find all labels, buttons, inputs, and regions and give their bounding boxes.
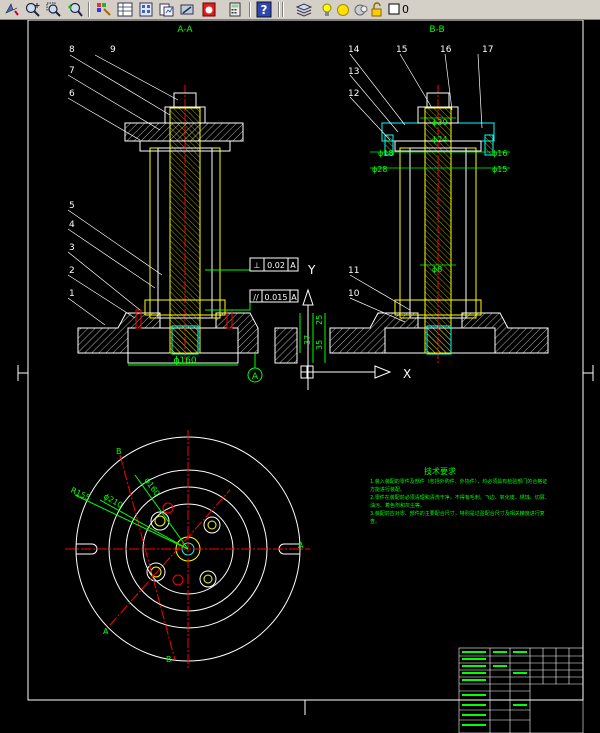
axis-y-label: Y — [307, 263, 316, 277]
gdt-perpendicularity: ⊥ 0.02 A — [205, 257, 299, 272]
svg-text:37: 37 — [303, 335, 312, 345]
help-icon[interactable]: ? — [255, 1, 273, 18]
zoom-window-icon[interactable] — [45, 1, 63, 18]
callout-15: 15 — [396, 45, 407, 55]
dim-b-top: B — [116, 447, 122, 456]
title-block — [458, 647, 584, 733]
callouts-left — [67, 54, 179, 326]
callout-17: 17 — [482, 45, 493, 55]
axis-x-label: X — [403, 367, 411, 381]
dim-r155: R155 — [69, 486, 92, 503]
dim-a-left: A — [103, 627, 109, 636]
pan-icon[interactable] — [2, 1, 20, 18]
section-bb-label: B-B — [429, 25, 444, 35]
dim-a-right: A — [298, 541, 304, 550]
tech-req-text: 1.装入装配的零件及部件（包括外购件、外协件），均必须具有检验部门的合格证方能进… — [370, 479, 550, 525]
title-block-fill — [462, 651, 527, 726]
zoom-realtime-icon[interactable] — [24, 1, 42, 18]
svg-text:ϕ28: ϕ28 — [372, 165, 387, 174]
current-layer-name[interactable]: 0 — [402, 3, 409, 16]
svg-text:ϕ16: ϕ16 — [492, 149, 507, 158]
dim-dia160-plan: ϕ160 — [142, 476, 161, 498]
svg-text:ϕ18: ϕ18 — [378, 149, 393, 158]
calculator-icon[interactable] — [226, 1, 244, 18]
layer-freeze-icon[interactable] — [334, 1, 352, 18]
layer-lock-icon[interactable] — [352, 1, 370, 18]
zoom-previous-icon[interactable] — [66, 1, 84, 18]
callout-6: 6 — [69, 89, 75, 99]
svg-text:A: A — [290, 261, 296, 270]
tech-req-title: 技术要求 — [424, 466, 456, 476]
layer-on-icon[interactable] — [318, 1, 336, 18]
svg-text:ϕ8: ϕ8 — [432, 265, 442, 274]
callout-8: 8 — [69, 45, 75, 55]
markup-icon[interactable] — [179, 1, 197, 18]
drawing-canvas[interactable]: A-A B-B — [0, 20, 600, 733]
sheet-set-icon[interactable] — [158, 1, 176, 18]
svg-text:?: ? — [261, 3, 268, 17]
design-center-icon[interactable] — [116, 1, 134, 18]
callout-11: 11 — [348, 266, 359, 276]
svg-text:A: A — [291, 293, 297, 302]
callout-3: 3 — [69, 243, 75, 253]
layer-lock-open-icon[interactable] — [368, 1, 386, 18]
svg-text:0.02: 0.02 — [267, 261, 285, 270]
dim-dia160: ϕ160 — [173, 356, 196, 366]
plan-view — [65, 430, 310, 670]
svg-text:ϕ15: ϕ15 — [492, 165, 507, 174]
calculator-icon-alt[interactable] — [200, 1, 218, 18]
drawing-svg[interactable]: A-A B-B — [0, 20, 600, 733]
properties-icon[interactable] — [95, 1, 113, 18]
svg-text:35: 35 — [315, 340, 324, 350]
svg-text:25: 25 — [315, 315, 324, 325]
svg-text://: // — [253, 293, 259, 302]
svg-text:ϕ24: ϕ24 — [432, 135, 447, 144]
callout-9: 9 — [110, 45, 116, 55]
callout-13: 13 — [348, 67, 359, 77]
callout-10: 10 — [348, 289, 360, 299]
callout-7: 7 — [69, 66, 75, 76]
callout-4: 4 — [69, 220, 75, 230]
layer-color-icon[interactable] — [386, 1, 404, 18]
section-aa-view — [77, 85, 259, 365]
datum-a-label: A — [252, 372, 259, 382]
callout-5: 5 — [69, 201, 75, 211]
section-bb-view — [329, 85, 549, 365]
callout-2: 2 — [69, 266, 75, 276]
svg-text:⊥: ⊥ — [254, 261, 261, 270]
layer-manager-icon[interactable] — [295, 1, 313, 18]
toolbar: ? 0 — [0, 0, 600, 20]
section-aa-label: A-A — [177, 25, 193, 35]
gdt-parallelism: // 0.015 A — [205, 289, 299, 311]
callout-14: 14 — [348, 45, 360, 55]
svg-text:0.015: 0.015 — [265, 293, 288, 302]
drawing-frame — [17, 20, 594, 715]
callouts-right — [349, 53, 483, 323]
callout-16: 16 — [440, 45, 452, 55]
callout-12: 12 — [348, 89, 359, 99]
svg-text:ϕ30: ϕ30 — [432, 118, 447, 127]
tool-palette-icon[interactable] — [137, 1, 155, 18]
dim-b-bottom: B — [166, 655, 172, 664]
callout-1: 1 — [69, 289, 75, 299]
